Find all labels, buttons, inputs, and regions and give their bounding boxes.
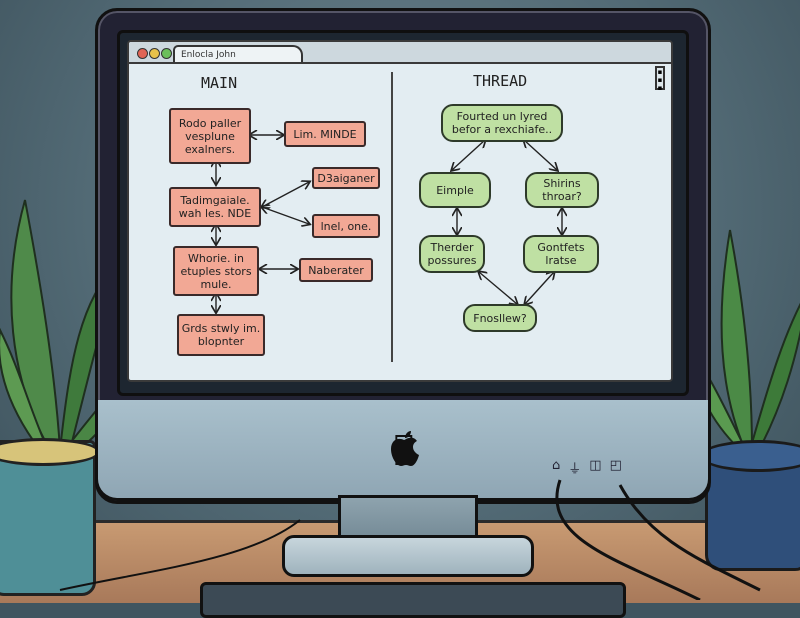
minimize-button[interactable] [149, 48, 160, 59]
main-node[interactable]: Lim. MINDE [284, 121, 366, 147]
display-icon[interactable]: ◰ [609, 458, 622, 473]
main-node[interactable]: Naberater [299, 258, 373, 282]
cables [59, 479, 761, 600]
app-window: Enlocla John ▪▪▪ MAIN THREAD [127, 40, 673, 382]
main-node[interactable]: Whorie. in etuples stors mule. [173, 246, 259, 296]
usb-icon[interactable]: ⏚ [568, 462, 582, 477]
menu-icon[interactable]: ▪▪▪ [655, 66, 665, 92]
thread-column-title: THREAD [473, 72, 528, 90]
main-node[interactable]: Grds stwly im. blopnter [177, 314, 265, 356]
thread-node[interactable]: Shirins throar? [525, 172, 599, 208]
left-plant-pot [0, 440, 96, 596]
monitor-stand-foot [282, 535, 534, 577]
window-titlebar: Enlocla John [129, 42, 671, 64]
thread-node[interactable]: Eimple [419, 172, 491, 208]
maximize-button[interactable] [161, 48, 172, 59]
thread-node[interactable]: Gontfets lratse [523, 235, 599, 273]
main-node[interactable]: lnel, one. [312, 214, 380, 238]
thread-node[interactable]: Fnosllew? [463, 304, 537, 332]
main-node[interactable]: Tadimgaiale. wah les. NDE [169, 187, 261, 227]
apple-logo-shape [391, 431, 419, 466]
main-column-title: MAIN [201, 74, 238, 92]
thread-node[interactable]: Therder possures [419, 235, 485, 273]
browser-tab[interactable]: Enlocla John [173, 45, 303, 62]
close-button[interactable] [137, 48, 148, 59]
home-icon[interactable]: ⌂ [552, 458, 561, 473]
main-node[interactable]: D3aiganer [312, 167, 380, 189]
column-divider [391, 72, 393, 362]
monitor-ports: ⌂ ⏚ ◫ ◰ [552, 458, 622, 477]
right-plant-pot-rim [700, 440, 800, 472]
main-node[interactable]: Rodo paller vesplune exalners. [169, 108, 251, 164]
thread-node[interactable]: Fourted un lyred befor a rexchiafe.. [441, 104, 563, 142]
diagram-arrows [129, 42, 671, 380]
input-icon[interactable]: ◫ [589, 458, 602, 473]
